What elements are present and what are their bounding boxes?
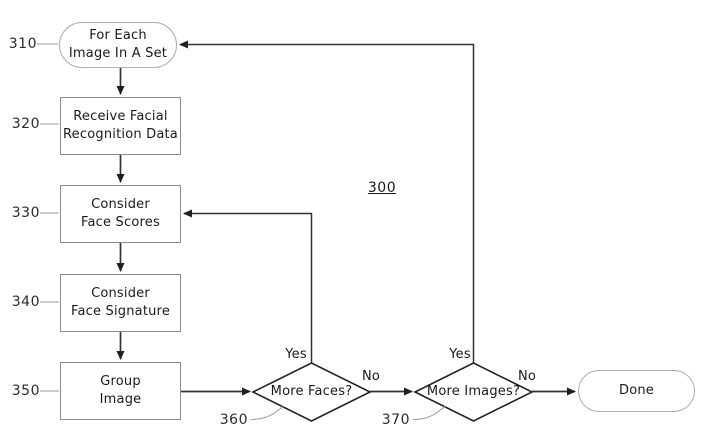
node-done: Done xyxy=(578,370,695,412)
leader-360 xyxy=(250,405,285,420)
ref-label-360: 360 xyxy=(219,412,248,428)
ref-label-330: 330 xyxy=(11,205,40,221)
node-for-each-image: For Each Image In A Set xyxy=(59,22,177,68)
node-consider-face-scores-line1: Consider xyxy=(91,197,150,212)
node-consider-face-signature: Consider Face Signature xyxy=(60,274,181,332)
node-group-image-line2: Image xyxy=(99,392,142,407)
node-receive-facial-data-line2: Recognition Data xyxy=(63,127,178,142)
edge-label-morefaces-yes: Yes xyxy=(285,347,307,362)
decision-more-faces-shape xyxy=(251,362,372,422)
node-group-image-line1: Group xyxy=(100,374,141,389)
ref-label-370: 370 xyxy=(381,412,410,428)
edge-label-morefaces-no: No xyxy=(361,369,381,384)
node-receive-facial-data: Receive Facial Recognition Data xyxy=(60,97,181,155)
node-consider-face-signature-line1: Consider xyxy=(91,286,150,301)
node-for-each-image-line2: Image In A Set xyxy=(68,46,168,61)
node-for-each-image-line1: For Each xyxy=(89,28,147,43)
edge-label-moreimages-no: No xyxy=(517,369,537,384)
decision-more-faces-label: More Faces? xyxy=(270,384,353,399)
decision-more-images-shape xyxy=(413,362,534,422)
ref-label-350: 350 xyxy=(11,383,40,399)
ref-label-340: 340 xyxy=(11,294,40,310)
edge-morefaces-yes-to-scores xyxy=(183,209,313,363)
node-consider-face-scores: Consider Face Scores xyxy=(60,185,181,243)
decision-more-images-label: More Images? xyxy=(426,384,521,399)
node-done-label: Done xyxy=(618,383,654,398)
edge-label-moreimages-yes: Yes xyxy=(449,347,471,362)
leader-370 xyxy=(412,405,447,420)
node-receive-facial-data-line1: Receive Facial xyxy=(73,109,168,124)
ref-label-320: 320 xyxy=(11,116,40,132)
node-consider-face-scores-line2: Face Scores xyxy=(81,215,160,230)
figure-number: 300 xyxy=(367,180,397,196)
node-consider-face-signature-line2: Face Signature xyxy=(70,304,171,319)
ref-label-310: 310 xyxy=(8,36,37,52)
edge-moreimages-yes-to-start xyxy=(179,40,475,363)
node-group-image: Group Image xyxy=(60,362,181,420)
